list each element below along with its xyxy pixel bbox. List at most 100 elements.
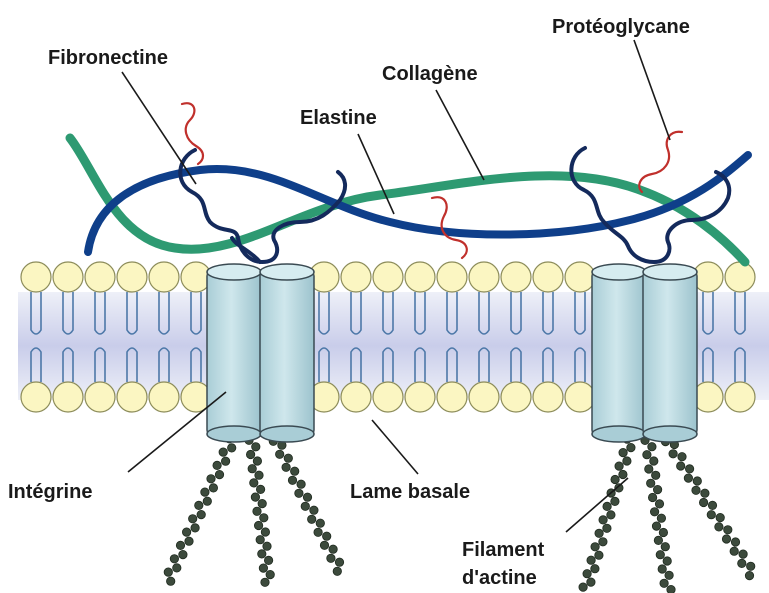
actin-bead [730,547,738,555]
actin-bead [663,557,671,565]
actin-bead [255,471,263,479]
lipid-head-inner [405,382,435,412]
actin-bead [685,465,693,473]
actin-bead [615,462,623,470]
actin-bead [221,457,229,465]
actin-bead [248,465,256,473]
actin-bead [648,493,656,501]
lipid-head-outer [117,262,147,292]
actin-bead [722,535,730,543]
actin-bead [203,497,211,505]
actin-bead [246,450,254,458]
actin-bead [623,457,631,465]
actin-bead [645,465,653,473]
actin-bead [201,488,209,496]
actin-bead [652,522,660,530]
leader-filament [566,478,628,532]
actin-bead [745,571,753,579]
actin-bead [660,579,668,587]
actin-bead [215,470,223,478]
actin-bead [264,556,272,564]
label-collagene: Collagène [382,63,478,85]
integrin-right [592,264,697,442]
actin-bead [579,583,587,591]
actin-bead [583,570,591,578]
actin-bead [258,499,266,507]
actin-bead [595,529,603,537]
label-proteoglycane: Protéoglycane [552,16,690,38]
actin-bead [738,559,746,567]
actin-bead [228,444,236,452]
actin-bead [189,515,197,523]
lipid-head-outer [501,262,531,292]
lipid-head-outer [85,262,115,292]
lipid-head-outer [53,262,83,292]
actin-bead [295,489,303,497]
lipid-head-inner [85,382,115,412]
actin-bead [701,489,709,497]
actin-bead [173,564,181,572]
actin-bead [658,565,666,573]
actin-bead [260,514,268,522]
actin-bead [209,484,217,492]
actin-bead [282,463,290,471]
actin-bead [263,542,271,550]
actin-bead [329,545,337,553]
actin-bead [251,493,259,501]
label-elastine: Elastine [300,107,377,129]
actin-bead [627,443,635,451]
actin-bead [213,461,221,469]
actin-bead [185,537,193,545]
actin-bead [667,585,675,593]
actin-bead [692,486,700,494]
actin-bead [619,448,627,456]
actin-bead [595,551,603,559]
label-filament-line1: Filament [462,539,545,561]
lipid-head-outer [373,262,403,292]
actin-bead [164,568,172,576]
leader-lame-basale [372,420,418,474]
label-filament-line2: d'actine [462,567,537,589]
lipid-head-outer [469,262,499,292]
actin-bead [291,467,299,475]
actin-bead [643,451,651,459]
actin-bead [747,562,755,570]
lipid-head-inner [373,382,403,412]
actin-bead [699,498,707,506]
actin-bead [261,528,269,536]
actin-bead [276,450,284,458]
actin-bead [648,443,656,451]
actin-bead [661,543,669,551]
actin-bead [252,443,260,451]
actin-bead [647,479,655,487]
lipid-head-inner [565,382,595,412]
actin-bead [715,523,723,531]
actin-bead [657,514,665,522]
actin-bead [693,477,701,485]
actin-bead [707,511,715,519]
actin-bead [665,571,673,579]
actin-bead [611,475,619,483]
actin-bead [176,541,184,549]
lipid-head-outer [405,262,435,292]
actin-bead [603,524,611,532]
lipid-head-inner [53,382,83,412]
actin-bead [219,448,227,456]
actin-bead [170,555,178,563]
actin-bead [708,501,716,509]
leader-collagene [436,90,484,180]
actin-bead [599,516,607,524]
actin-bead [611,497,619,505]
actin-bead [253,457,261,465]
fibronectin-right [571,148,729,262]
actin-bead [191,524,199,532]
actin-bead [182,528,190,536]
actin-bead [652,471,660,479]
actin-bead [655,500,663,508]
actin-bead [659,528,667,536]
actin-bead [303,493,311,501]
lipid-head-outer [533,262,563,292]
actin-bead [587,578,595,586]
actin-bead [653,485,661,493]
